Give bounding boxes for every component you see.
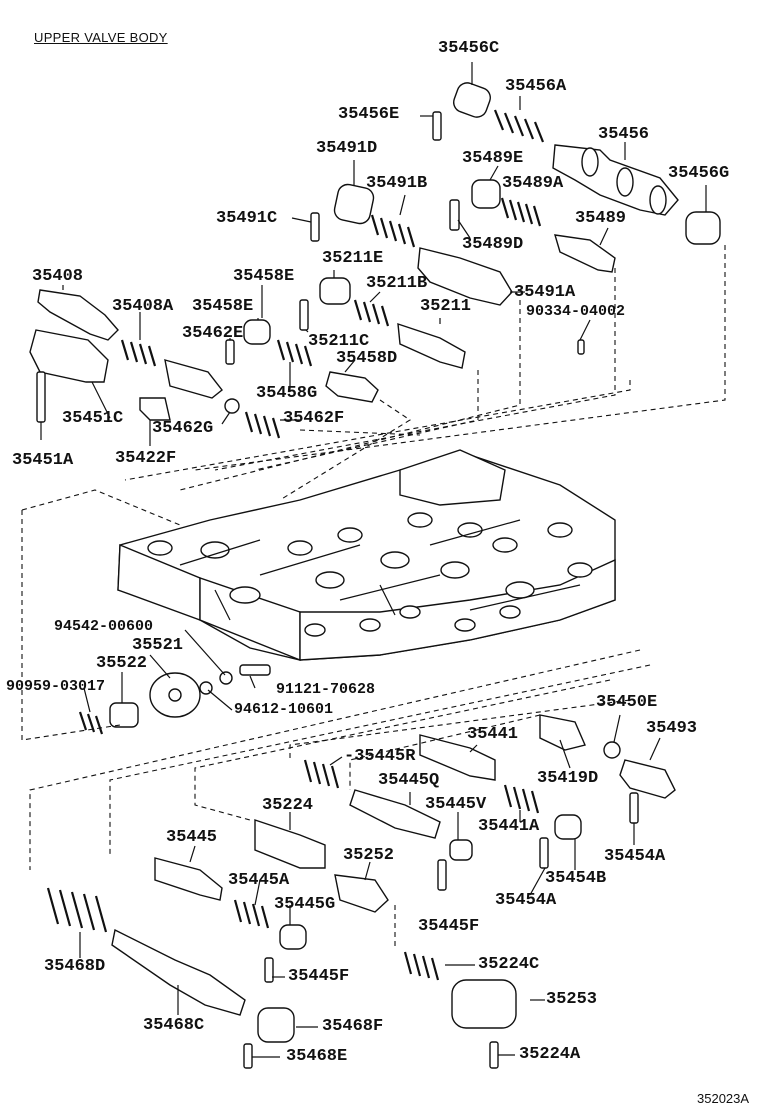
label-35458G: 35458G — [256, 384, 318, 403]
label-35456G: 35456G — [668, 164, 730, 183]
label-35489A: 35489A — [502, 174, 564, 193]
label-94612-10601: 94612-10601 — [234, 701, 334, 718]
label-35441A: 35441A — [478, 817, 540, 836]
label-91121-70628: 91121-70628 — [276, 681, 376, 698]
label-35458E-top: 35458E — [233, 267, 295, 286]
label-35521: 35521 — [132, 636, 184, 655]
diagram-title: UPPER VALVE BODY — [34, 30, 168, 45]
label-35491D: 35491D — [316, 139, 378, 158]
label-94542-00600: 94542-00600 — [54, 618, 154, 635]
label-90959-03017: 90959-03017 — [6, 678, 106, 695]
label-35458D: 35458D — [336, 349, 398, 368]
label-35456A: 35456A — [505, 77, 567, 96]
label-35445G: 35445G — [274, 895, 336, 914]
label-35491C: 35491C — [216, 209, 278, 228]
label-35468E: 35468E — [286, 1047, 348, 1066]
label-35211: 35211 — [420, 297, 472, 316]
label-35445F: 35445F — [288, 967, 350, 986]
label-35441: 35441 — [467, 725, 519, 744]
label-35489D: 35489D — [462, 235, 524, 254]
middle-left-parts — [78, 664, 271, 735]
label-35456E: 35456E — [338, 105, 400, 124]
label-35456: 35456 — [598, 125, 650, 144]
label-35224C: 35224C — [478, 955, 540, 974]
label-35253: 35253 — [546, 990, 598, 1009]
label-35462F: 35462F — [283, 409, 345, 428]
leader-lines — [40, 62, 707, 1058]
label-35462G: 35462G — [152, 419, 214, 438]
label-35211B: 35211B — [366, 274, 428, 293]
label-35211E: 35211E — [322, 249, 384, 268]
label-35522: 35522 — [96, 654, 148, 673]
label-35445A: 35445A — [228, 871, 290, 890]
label-35445R: -35445R — [344, 747, 416, 766]
label-90334-04002: 90334-04002 — [526, 303, 626, 320]
label-35454A: 35454A — [495, 891, 557, 910]
label-35252: 35252 — [343, 846, 395, 865]
label-35454B: 35454B — [545, 869, 607, 888]
lower-parts — [46, 714, 676, 1069]
label-35450E: 35450E — [596, 693, 658, 712]
label-35462E: 35462E — [182, 324, 244, 343]
label-35422F: 35422F — [115, 449, 177, 468]
label-35224: 35224 — [262, 796, 314, 815]
label-35408: 35408 — [32, 267, 84, 286]
label-35419D: 35419D — [537, 769, 599, 788]
label-35491B: 35491B — [366, 174, 428, 193]
label-35489E: 35489E — [462, 149, 524, 168]
diagram-code: 352023A — [697, 1091, 750, 1106]
label-35451C: 35451C — [62, 409, 124, 428]
label-35445F-right: 35445F — [418, 917, 480, 936]
label-35468F: 35468F — [322, 1017, 384, 1036]
label-35489: 35489 — [575, 209, 627, 228]
assembly-lines — [21, 245, 726, 950]
label-35491A: 35491A — [514, 283, 576, 302]
label-35468C: 35468C — [143, 1016, 205, 1035]
label-35445Q: 35445Q — [378, 771, 440, 790]
label-35454A-right: 35454A — [604, 847, 666, 866]
label-35224A: 35224A — [519, 1045, 581, 1064]
label-35211C: 35211C — [308, 332, 370, 351]
upper-parts — [29, 82, 721, 439]
label-35456C: 35456C — [438, 39, 500, 58]
label-35445V: 35445V — [425, 795, 487, 814]
label-35445: 35445 — [166, 828, 218, 847]
label-35468D: 35468D — [44, 957, 106, 976]
valve-body — [117, 449, 616, 662]
label-35451A: 35451A — [12, 451, 74, 470]
label-35458E: 35458E — [192, 297, 254, 316]
label-35408A: 35408A — [112, 297, 174, 316]
label-35493: 35493 — [646, 719, 698, 738]
